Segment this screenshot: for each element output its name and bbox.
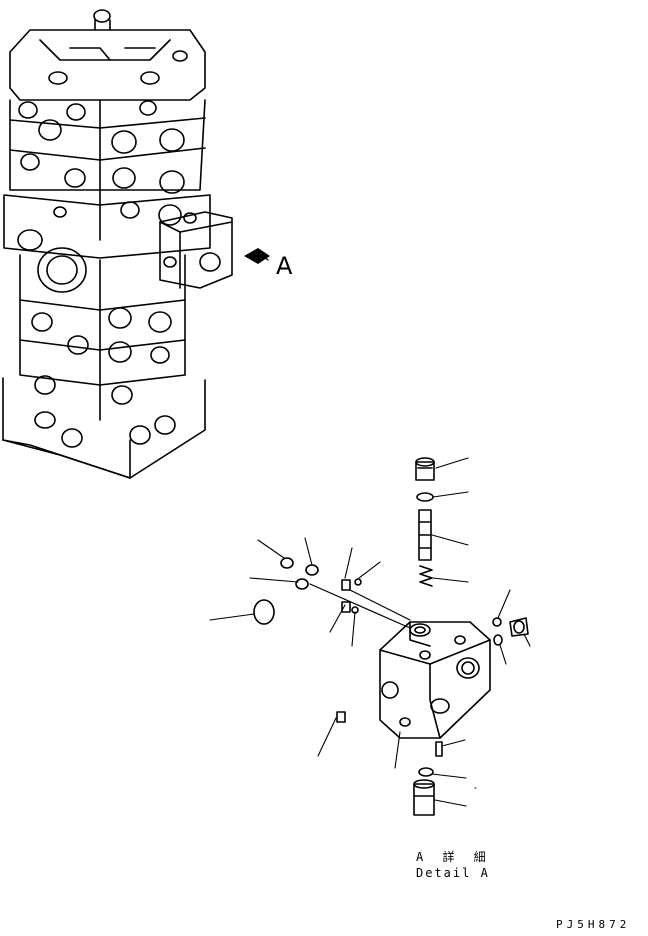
control-valve-assembly bbox=[2, 9, 233, 479]
drawing-code: PJ5H872 bbox=[556, 918, 631, 931]
detail-caption-japanese: A 詳 細 bbox=[416, 850, 492, 864]
detail-a-exploded-view bbox=[209, 457, 531, 816]
view-marker-label: A bbox=[276, 252, 293, 280]
detail-caption-english: Detail A bbox=[416, 866, 490, 880]
view-arrow bbox=[244, 248, 270, 264]
